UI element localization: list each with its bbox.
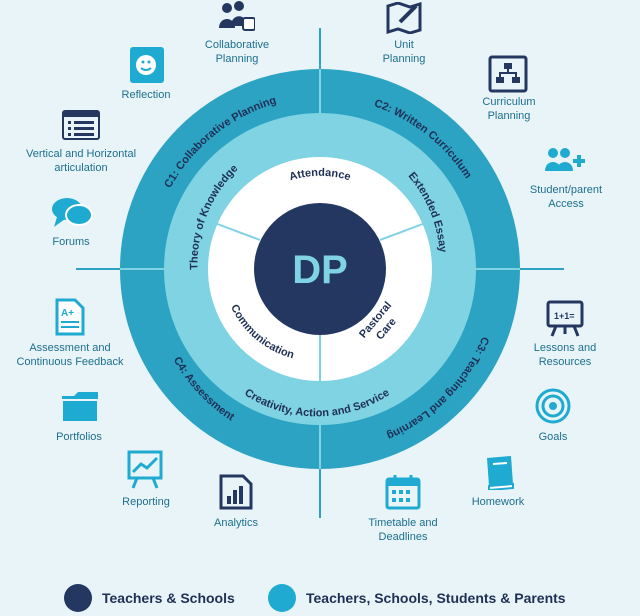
feature-label-portfolios: Portfolios xyxy=(56,431,102,443)
list-table-icon xyxy=(62,110,100,145)
feature-label-reporting: Reporting xyxy=(122,496,170,508)
legend-everyone: Teachers, Schools, Students & Parents xyxy=(268,584,566,612)
legend-label: Teachers & Schools xyxy=(102,590,235,606)
easel-board-icon: 1+1= xyxy=(546,300,584,343)
mirror-face-icon xyxy=(128,45,168,90)
target-icon xyxy=(535,388,571,429)
feature-label-student-parent: Student/parent Access xyxy=(529,184,603,210)
feature-label-collaborative-planning: Collaborative Planning xyxy=(204,39,270,65)
svg-text:A+: A+ xyxy=(61,308,74,319)
org-chart-icon xyxy=(488,55,528,98)
add-users-icon xyxy=(543,145,587,178)
legend-label: Teachers, Schools, Students & Parents xyxy=(306,590,566,606)
grade-sheet-icon: A+ xyxy=(55,298,85,341)
legend-dot-navy xyxy=(64,584,92,612)
feature-label-curriculum-planning: Curriculum Planning xyxy=(482,96,536,122)
feature-label-reflection: Reflection xyxy=(121,89,171,101)
center-circle xyxy=(254,203,386,335)
feature-label-forums: Forums xyxy=(52,236,90,248)
legend-teachers-schools: Teachers & Schools xyxy=(64,584,235,612)
chart-board-icon xyxy=(127,450,163,495)
svg-text:1+1=: 1+1= xyxy=(554,311,575,321)
chat-bubbles-icon xyxy=(51,196,93,235)
feature-label-analytics: Analytics xyxy=(213,517,259,529)
feature-label-unit-planning: Unit Planning xyxy=(382,39,426,65)
book-icon xyxy=(483,454,517,495)
calendar-icon xyxy=(385,474,421,515)
folder-icon xyxy=(60,390,100,429)
feature-label-timetable: Timetable and Deadlines xyxy=(368,517,438,543)
center-label: DP xyxy=(292,248,348,292)
feature-label-vertical-horizontal: Vertical and Horizontal articulation xyxy=(25,148,137,174)
core-label-attendance: Attendance xyxy=(288,167,352,184)
legend-dot-teal xyxy=(268,584,296,612)
map-icon xyxy=(386,1,422,39)
feature-label-goals: Goals xyxy=(538,431,568,443)
feature-label-assessment-feedback: Assessment and Continuous Feedback xyxy=(16,342,124,368)
feature-label-homework: Homework xyxy=(471,496,525,508)
report-chart-icon xyxy=(219,474,253,515)
people-chat-icon xyxy=(219,0,256,39)
feature-label-lessons-resources: Lessons and Resources xyxy=(533,342,597,368)
